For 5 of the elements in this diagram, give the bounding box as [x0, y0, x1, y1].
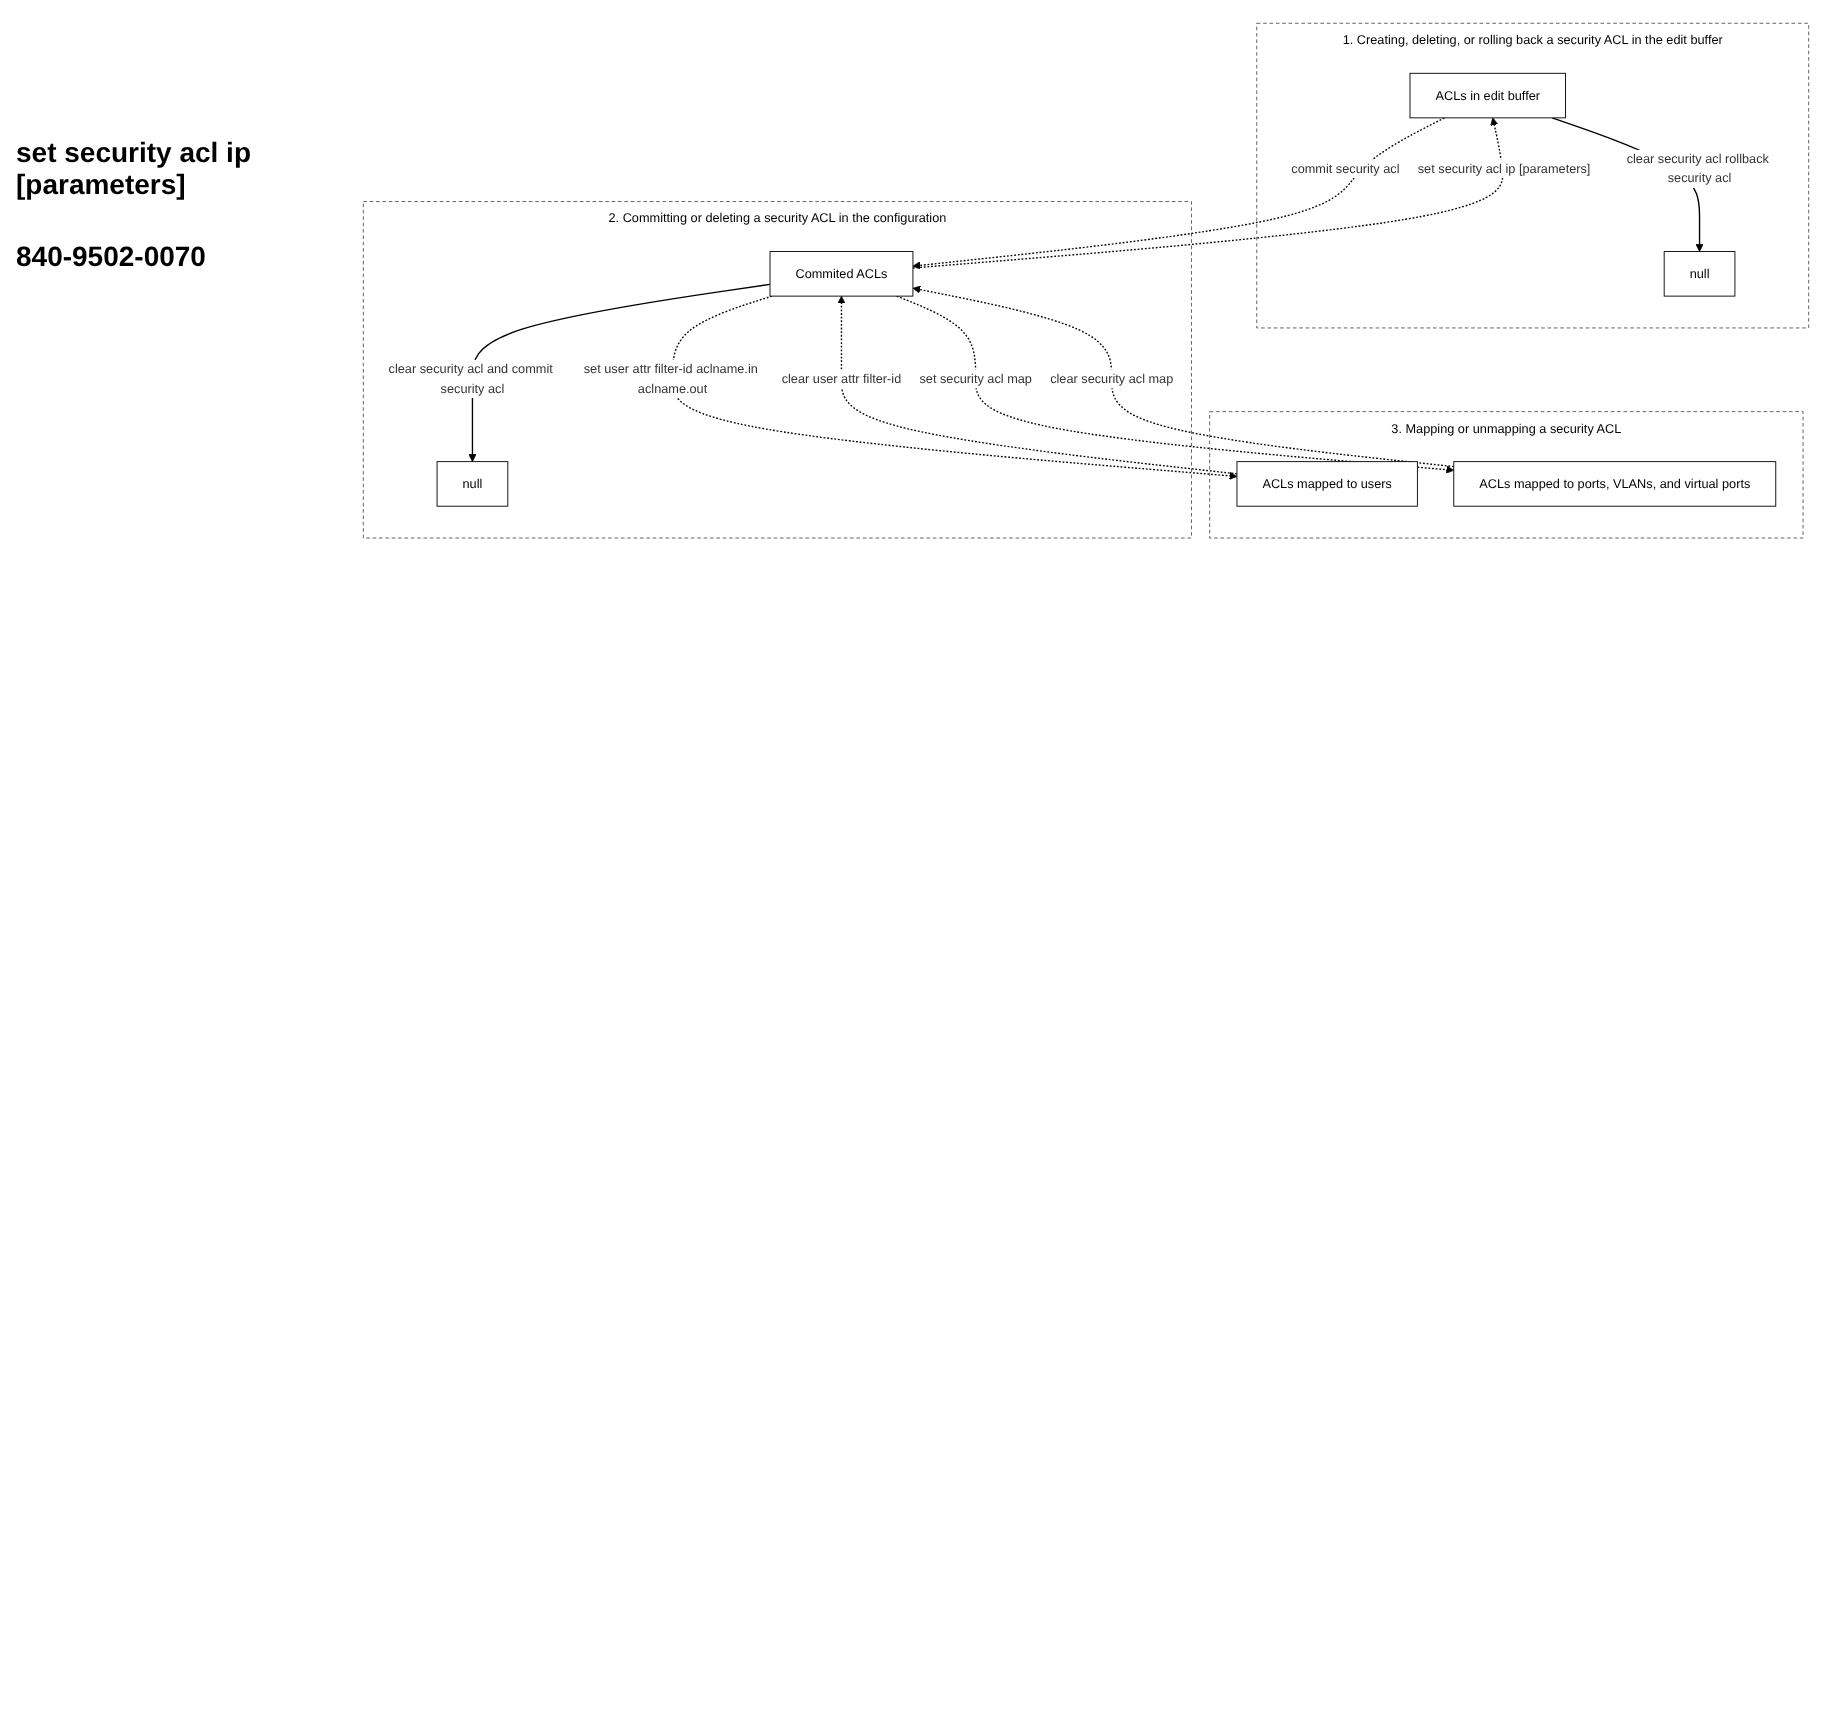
command-note: set security acl ip [parameters] — [16, 136, 254, 200]
arrow — [468, 283, 771, 462]
arrow — [837, 295, 1238, 475]
command-note: 840-9502-0070 — [16, 240, 208, 272]
arrow — [671, 295, 1238, 480]
